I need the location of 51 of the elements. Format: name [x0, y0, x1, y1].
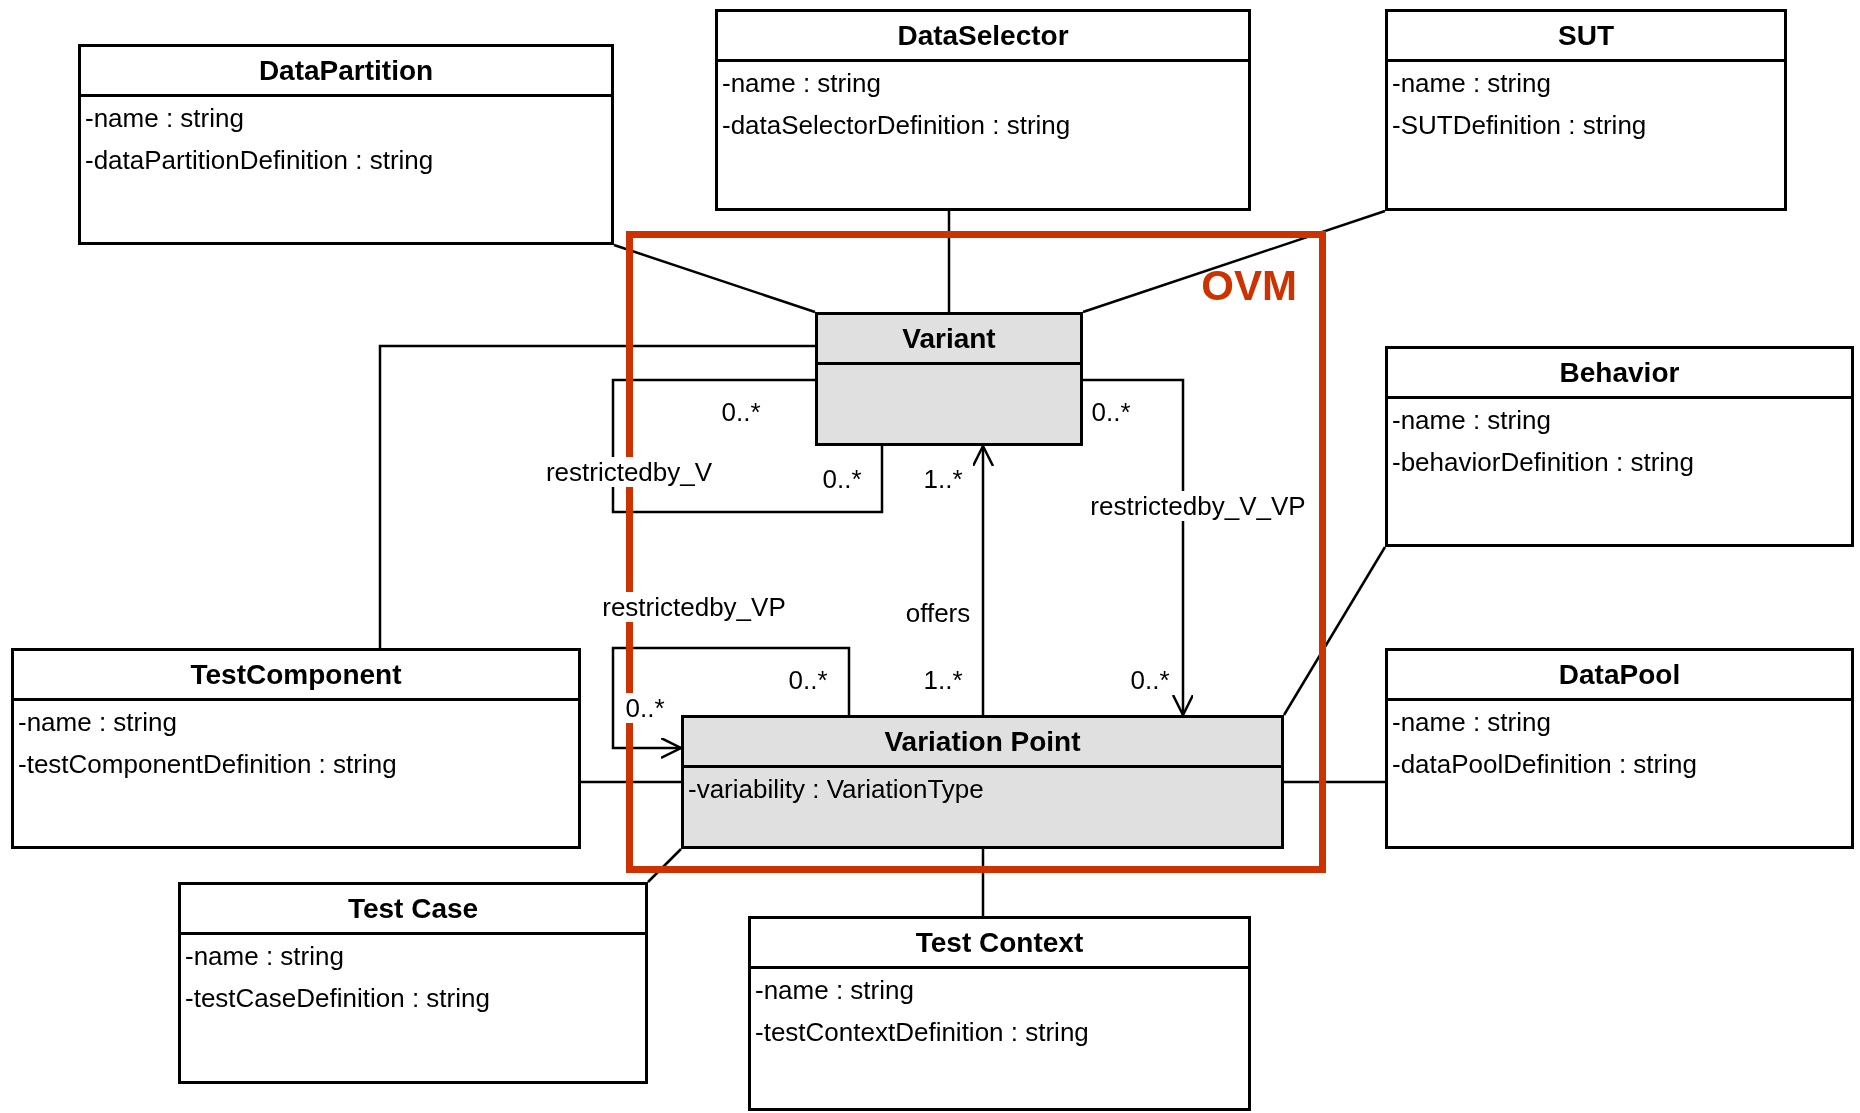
- association-line: [611, 646, 851, 760]
- attribute: -name : string: [84, 102, 245, 135]
- association-line: [981, 849, 985, 916]
- attribute: -dataSelectorDefinition : string: [721, 109, 1072, 142]
- class-name: Variant: [818, 315, 1080, 365]
- class-box: [681, 715, 1284, 849]
- attribute: -name : string: [1391, 404, 1552, 437]
- class-name: DataSelector: [718, 12, 1248, 62]
- attribute: -SUTDefinition : string: [1391, 109, 1648, 142]
- attribute: -name : string: [1391, 67, 1552, 100]
- class-box: [78, 44, 614, 245]
- attribute: -dataPoolDefinition : string: [1391, 748, 1698, 781]
- attribute: -name : string: [1391, 706, 1552, 739]
- class-box: [11, 648, 581, 849]
- class-box: [715, 9, 1251, 211]
- attribute: -name : string: [754, 974, 915, 1007]
- association-line: [1284, 780, 1385, 784]
- association-line: [611, 378, 884, 514]
- association-line: [1282, 546, 1387, 716]
- class-box: [748, 916, 1251, 1111]
- attribute: -testComponentDefinition : string: [17, 748, 398, 781]
- class-box: [1385, 9, 1787, 211]
- class-name: Behavior: [1388, 349, 1851, 399]
- multiplicity-label: 0..*: [623, 693, 667, 723]
- association-line: [378, 344, 815, 648]
- frame-title: OVM: [1201, 262, 1297, 310]
- class-name: Test Context: [751, 919, 1248, 969]
- class-name: Test Case: [181, 885, 645, 935]
- association-line: [581, 780, 681, 784]
- class-box: [178, 882, 648, 1084]
- attribute: -name : string: [721, 67, 882, 100]
- association-line: [1083, 378, 1195, 717]
- attribute: -behaviorDefinition : string: [1391, 446, 1696, 479]
- class-name: TestComponent: [14, 651, 578, 701]
- attribute: -testContextDefinition : string: [754, 1016, 1090, 1049]
- class-name: Variation Point: [684, 718, 1281, 768]
- attribute: -dataPartitionDefinition : string: [84, 144, 435, 177]
- association-line: [647, 848, 682, 883]
- attribute: -variability : VariationType: [687, 773, 985, 806]
- attribute: -testCaseDefinition : string: [184, 982, 491, 1015]
- class-box: [1385, 346, 1854, 547]
- class-name: SUT: [1388, 12, 1784, 62]
- class-name: DataPartition: [81, 47, 611, 97]
- association-line: [971, 444, 995, 715]
- class-name: DataPool: [1388, 651, 1851, 701]
- class-box: [815, 312, 1083, 446]
- association-line: [947, 211, 951, 312]
- attribute: -name : string: [184, 940, 345, 973]
- association-line: [1082, 209, 1386, 314]
- class-box: [1385, 648, 1854, 849]
- attribute: -name : string: [17, 706, 178, 739]
